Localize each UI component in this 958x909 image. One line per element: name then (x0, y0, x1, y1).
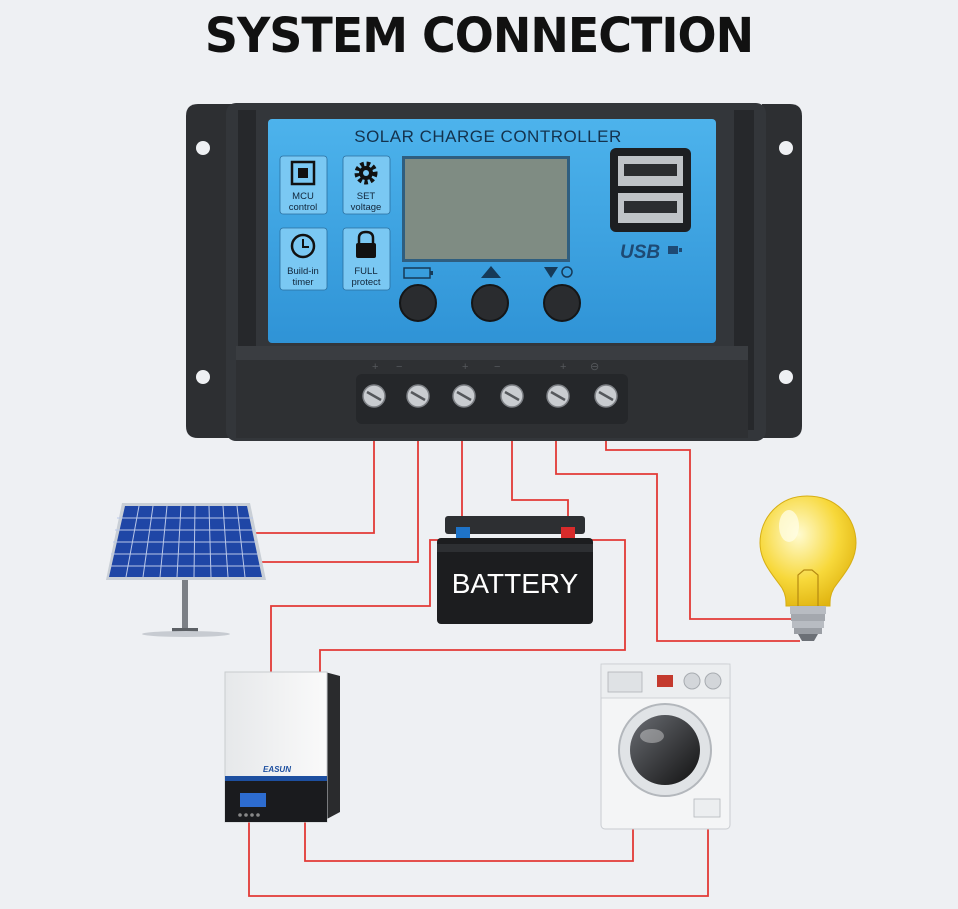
down-button[interactable] (543, 284, 581, 322)
lock-icon (356, 230, 376, 258)
battery: BATTERY (437, 516, 593, 624)
mount-hole (196, 370, 210, 384)
solar-panel-shadow (142, 631, 230, 637)
feature-line1: MCU (292, 191, 314, 202)
up-arrow-icon (481, 266, 501, 278)
battery-label: BATTERY (452, 568, 579, 599)
chip-icon (290, 160, 316, 186)
battery-icon (403, 267, 433, 279)
washing-machine (600, 663, 731, 830)
mount-hole (196, 141, 210, 155)
bulb-glass (759, 495, 857, 607)
washer-door-glass (630, 715, 700, 785)
menu-button[interactable] (399, 284, 437, 322)
svg-text:+: + (372, 361, 378, 373)
inverter-brand: EASUN (263, 765, 291, 774)
svg-text:+: + (560, 361, 566, 373)
inverter-buttons (238, 813, 260, 817)
wire-solar-positive (250, 402, 375, 534)
terminal-screw (452, 384, 476, 408)
terminal-screw (362, 384, 386, 408)
washer-dial (704, 672, 722, 690)
washer-door-reflection (640, 729, 664, 743)
usb-label: USB (620, 242, 660, 263)
usb-ports (610, 148, 691, 232)
feature-set-voltage: SET voltage (342, 155, 391, 215)
inverter-lcd (240, 793, 266, 807)
washer-display (657, 675, 673, 687)
feature-line2: timer (292, 277, 313, 288)
bulb-base (790, 606, 826, 641)
svg-text:+: + (462, 361, 468, 373)
terminal-block-top (236, 346, 748, 360)
battery-body (437, 538, 593, 624)
mount-bracket-right (762, 104, 802, 438)
inverter: EASUN (224, 671, 340, 823)
terminal-screw (500, 384, 524, 408)
wire-inverter-appliance-2 (248, 822, 709, 897)
solar-panel-base (172, 628, 198, 633)
feature-mcu-control: MCU control (279, 155, 328, 215)
feature-line1: FULL (354, 266, 377, 277)
bulb-filament (797, 569, 819, 606)
page-title: SYSTEM CONNECTION (204, 6, 754, 64)
feature-line2: protect (351, 277, 380, 288)
terminal-symbols: + − + − + ⊖ (372, 361, 599, 373)
terminal-recess (356, 374, 628, 424)
washer-detergent-drawer (607, 671, 643, 693)
battery-lid (445, 516, 585, 534)
feature-line2: voltage (351, 202, 382, 213)
clock-icon (290, 233, 316, 259)
solar-panel (106, 503, 266, 637)
terminal-screw (594, 384, 618, 408)
feature-full-protect: FULL protect (342, 227, 391, 291)
battery-terminal-negative (561, 527, 575, 539)
washer-filter-door (693, 798, 721, 818)
wire-solar-negative (250, 402, 419, 563)
lcd-display (405, 159, 567, 259)
svg-text:⊖: ⊖ (590, 361, 599, 373)
bulb-highlight (779, 510, 799, 542)
feature-line1: Build-in (287, 266, 319, 277)
battery-handle (437, 544, 593, 552)
mount-hole (779, 141, 793, 155)
wire-battery-inverter-1 (270, 539, 447, 672)
solar-charge-controller: SOLAR CHARGE CONTROLLER MCU control SET … (186, 103, 802, 441)
down-arrow-icon (544, 266, 573, 278)
feature-build-in-timer: Build-in timer (279, 227, 328, 291)
feature-line2: control (289, 202, 318, 213)
mount-hole (779, 370, 793, 384)
usb-icon (668, 246, 682, 254)
gear-icon (354, 161, 378, 185)
wire-battery-inverter-2 (319, 539, 626, 672)
inverter-side (325, 672, 340, 820)
svg-text:−: − (494, 361, 500, 373)
battery-terminal-positive (456, 527, 470, 539)
up-button[interactable] (471, 284, 509, 322)
wire-inverter-appliance-1 (304, 822, 634, 862)
light-bulb (759, 495, 857, 641)
terminal-screws (362, 384, 618, 408)
svg-text:−: − (396, 361, 402, 373)
terminal-screw (546, 384, 570, 408)
controller-panel-title: SOLAR CHARGE CONTROLLER (354, 127, 622, 146)
feature-line1: SET (357, 191, 376, 202)
wire-battery-negative (511, 402, 569, 528)
inverter-stripe (225, 776, 327, 781)
wire-load-negative (555, 402, 800, 642)
solar-panel-pole (182, 580, 188, 630)
terminal-screw (406, 384, 430, 408)
solar-panel-grid (110, 505, 261, 578)
washer-dial (683, 672, 701, 690)
